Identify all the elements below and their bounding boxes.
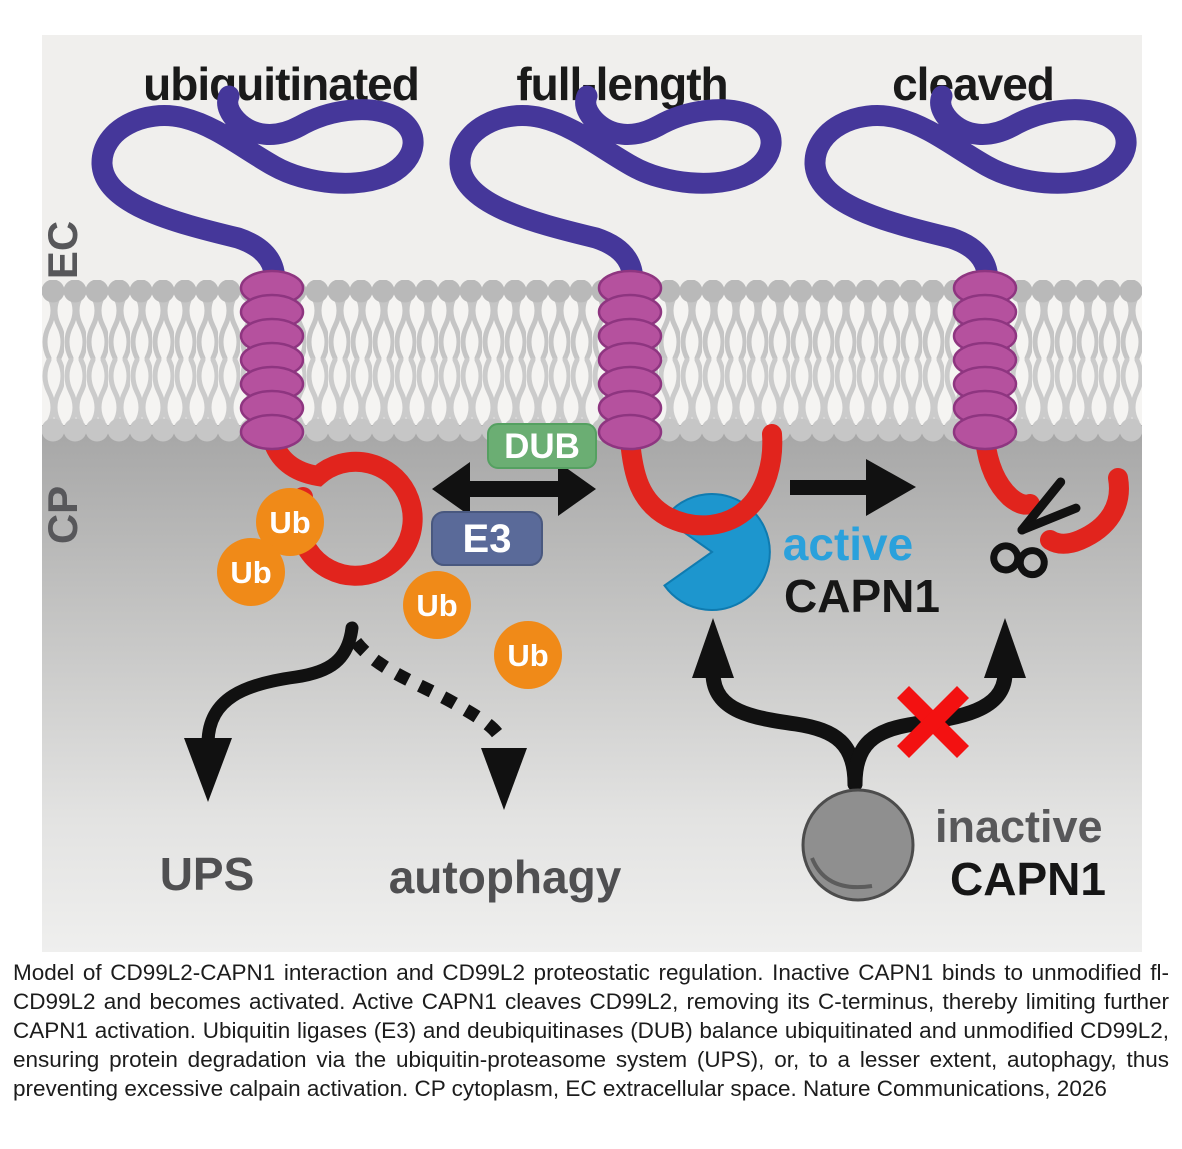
ups-arrow-curve: [201, 621, 359, 749]
ubiquitin-text: Ub: [507, 638, 548, 673]
dub-box: [487, 423, 597, 469]
cleavage-arrow: [790, 459, 916, 516]
double-arrow-left-head: [432, 462, 470, 516]
extracellular-label: EC: [39, 221, 86, 279]
ubiquitin-text: Ub: [269, 505, 310, 540]
c-terminal-tail: [620, 424, 783, 536]
ubiquitination-balance: DUB E3: [431, 423, 597, 566]
model-diagram: ubiquitinated full-length cleaved EC CP …: [39, 35, 1142, 952]
c-terminal-tail: [262, 428, 423, 586]
cleaved-fragment: [1040, 468, 1129, 554]
activation-arrow-head: [692, 618, 734, 678]
transmembrane-helix: [239, 269, 305, 451]
activation-arrow-curve: [705, 666, 863, 792]
inactive-capn1-label-line1: inactive: [935, 801, 1103, 852]
protein-ubiquitinated: [102, 96, 423, 586]
autophagy-arrow-head: [481, 748, 527, 810]
ubiquitin-chain: Ub Ub: [217, 488, 324, 606]
ubiquitin-circle: [403, 571, 471, 639]
ubiquitin-circle: [494, 621, 562, 689]
active-capn1-label-line2: CAPN1: [784, 570, 940, 622]
ubiquitin-circle: [256, 488, 324, 556]
block-x-icon: [896, 685, 970, 759]
ups-label: UPS: [160, 848, 255, 900]
transmembrane-helix: [597, 269, 663, 451]
c-terminal-stub: [975, 430, 1040, 515]
state-label-cleaved: cleaved: [892, 58, 1054, 110]
cytoplasm-label: CP: [39, 486, 86, 544]
blocked-arrow-head: [984, 618, 1026, 678]
ubiquitin-text: Ub: [416, 588, 457, 623]
e3-box: [431, 511, 543, 566]
blocked-arrow-curve: [847, 666, 1013, 792]
inactive-capn1-sphere: [801, 788, 915, 902]
inactive-capn1-label-line2: CAPN1: [950, 853, 1106, 905]
ubiquitin-text: Ub: [230, 555, 271, 590]
figure-panel: ubiquitinated full-length cleaved EC CP …: [39, 35, 1142, 952]
transmembrane-helix: [952, 269, 1018, 451]
dub-label: DUB: [504, 427, 580, 466]
double-arrow-right-head: [558, 462, 596, 516]
active-capn1-label-line1: active: [783, 518, 913, 570]
protein-cleaved: [815, 96, 1129, 579]
scissors-icon: [990, 477, 1081, 579]
e3-label: E3: [463, 517, 512, 561]
activation-fork-arrows: [692, 618, 1026, 792]
state-label-full-length: full-length: [516, 58, 727, 110]
degradation-arrows: [184, 621, 527, 810]
autophagy-label: autophagy: [389, 851, 622, 903]
autophagy-arrow-curve: [350, 637, 510, 747]
free-ubiquitins: Ub Ub: [403, 571, 562, 689]
ubiquitin-circle: [217, 538, 285, 606]
double-arrow-shaft: [462, 481, 566, 497]
ups-arrow-head: [184, 738, 232, 802]
protein-full-length: [460, 96, 783, 536]
figure-caption: Model of CD99L2-CAPN1 interaction and CD…: [13, 960, 1169, 1101]
